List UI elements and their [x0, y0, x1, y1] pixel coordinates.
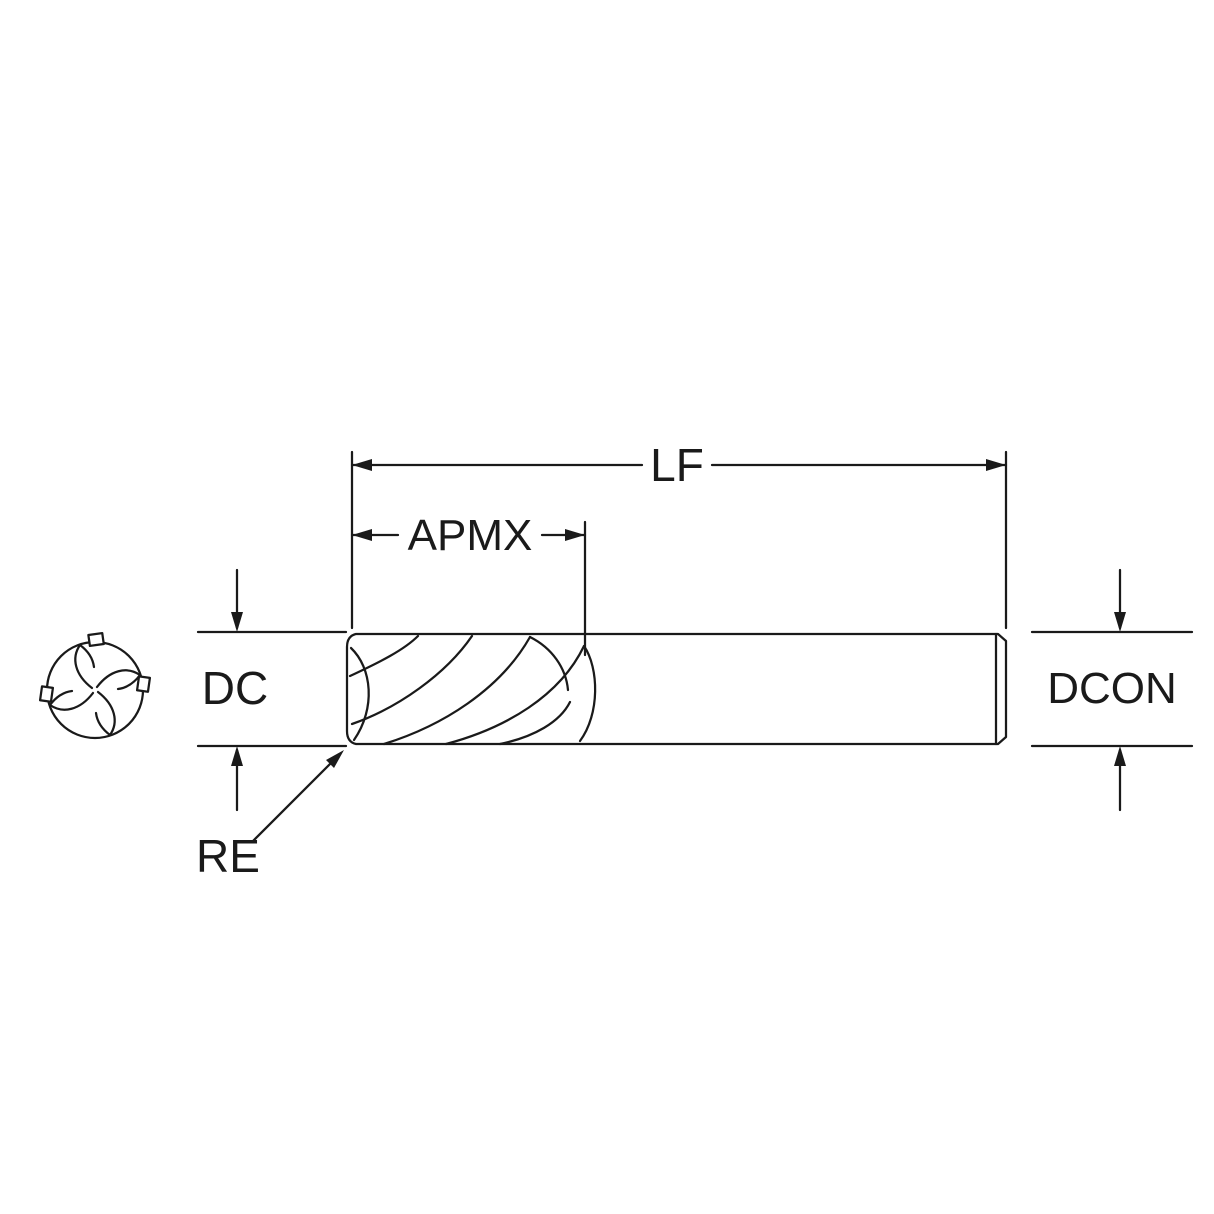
end-view-tab-right — [135, 675, 152, 693]
end-view-tab-top — [87, 631, 105, 648]
dc-arrow-top — [231, 612, 243, 632]
apmx-arrow-left — [352, 529, 372, 541]
apmx-arrow-right — [565, 529, 585, 541]
leader-re: RE — [196, 750, 344, 882]
lf-arrow-right — [986, 459, 1006, 471]
lf-arrow-left — [352, 459, 372, 471]
label-apmx: APMX — [408, 511, 533, 560]
dimension-dcon: DCON — [1030, 568, 1194, 812]
re-leader-line — [250, 756, 338, 844]
dimension-lf: LF — [350, 439, 1008, 630]
label-dc: DC — [202, 662, 268, 714]
label-re: RE — [196, 830, 260, 882]
label-dcon: DCON — [1047, 664, 1177, 713]
dimension-apmx: APMX — [350, 511, 587, 657]
dimension-dc: DC — [196, 568, 348, 812]
flute-curves — [348, 634, 597, 746]
label-lf: LF — [650, 439, 704, 491]
dcon-arrow-bottom — [1114, 746, 1126, 766]
dcon-arrow-top — [1114, 612, 1126, 632]
end-view-outline — [45, 640, 145, 740]
end-view — [38, 631, 152, 740]
end-view-flutes — [48, 643, 142, 737]
tool-outline — [345, 632, 1008, 746]
end-view-tab-left — [38, 685, 55, 703]
re-arrowhead — [326, 750, 344, 768]
dc-arrow-bottom — [231, 746, 243, 766]
side-view — [345, 632, 1008, 746]
